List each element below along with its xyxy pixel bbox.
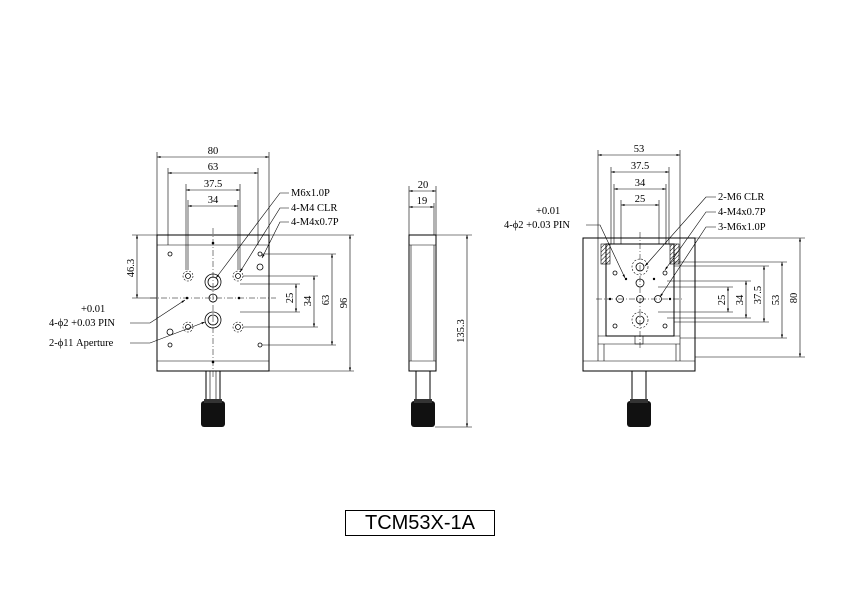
front-dim-80: 80 (208, 146, 219, 157)
right-callout-m4tap: 4-M4x0.7P (718, 207, 766, 218)
right-dim-53: 53 (634, 144, 645, 155)
front-dim-96: 96 (339, 298, 350, 309)
right-hatch-right (669, 243, 680, 265)
side-stage-body (408, 234, 437, 372)
right-pin-tolerance: +0.01 (536, 206, 560, 217)
right-callout-m6clr: 2-M6 CLR (718, 192, 764, 203)
front-micrometer-knob (201, 401, 225, 427)
front-callout-pin: 4-ϕ2 +0.03 PIN (49, 318, 115, 329)
right-hatch-left (600, 243, 611, 265)
right-dim-34-v: 34 (735, 294, 746, 305)
right-dim-53-v: 53 (771, 295, 782, 306)
right-dim-37-5: 37.5 (631, 161, 649, 172)
side-micrometer-sleeve (415, 370, 431, 402)
front-aperture-lower (204, 311, 222, 329)
side-dim-20: 20 (418, 180, 429, 191)
front-dim-34: 34 (208, 195, 219, 206)
right-callout-m6tap: 3-M6x1.0P (718, 222, 766, 233)
right-dim-25: 25 (635, 194, 646, 205)
front-view: 80 63 37.5 34 46.3 25 34 63 96 (49, 146, 354, 427)
front-dim-46-3: 46.3 (126, 259, 137, 277)
right-m6-clr-lower (631, 311, 649, 329)
side-dim-135-3: 135.3 (456, 319, 467, 343)
front-dim-25: 25 (285, 293, 296, 304)
front-callout-m6: M6x1.0P (291, 188, 330, 199)
drawing-title: TCM53X-1A (345, 510, 495, 536)
right-dim-34: 34 (635, 178, 646, 189)
front-dim-34-v: 34 (303, 295, 314, 306)
right-callout-pin: 4-ϕ2 +0.03 PIN (504, 220, 570, 231)
right-dim-25-v: 25 (717, 295, 728, 306)
front-callout-m4clr: 4-M4 CLR (291, 203, 337, 214)
right-m6-clr-upper (631, 258, 649, 276)
front-dim-37-5: 37.5 (204, 179, 222, 190)
side-view: 20 19 135.3 (408, 180, 472, 428)
front-callout-m4tap: 4-M4x0.7P (291, 217, 339, 228)
right-dim-80: 80 (789, 293, 800, 304)
front-dim-63-v: 63 (321, 295, 332, 306)
front-m6-hole (204, 273, 222, 291)
front-pin-tolerance: +0.01 (81, 304, 105, 315)
right-dim-37-5-v: 37.5 (753, 286, 764, 304)
right-micrometer-knob (627, 401, 651, 427)
right-view: 53 37.5 34 25 25 34 37.5 53 80 (504, 144, 805, 427)
front-dim-63: 63 (208, 162, 219, 173)
side-micrometer-knob (411, 401, 435, 427)
front-callout-aperture: 2-ϕ11 Aperture (49, 338, 114, 349)
right-micrometer-sleeve (631, 370, 647, 402)
side-dim-19: 19 (417, 196, 428, 207)
